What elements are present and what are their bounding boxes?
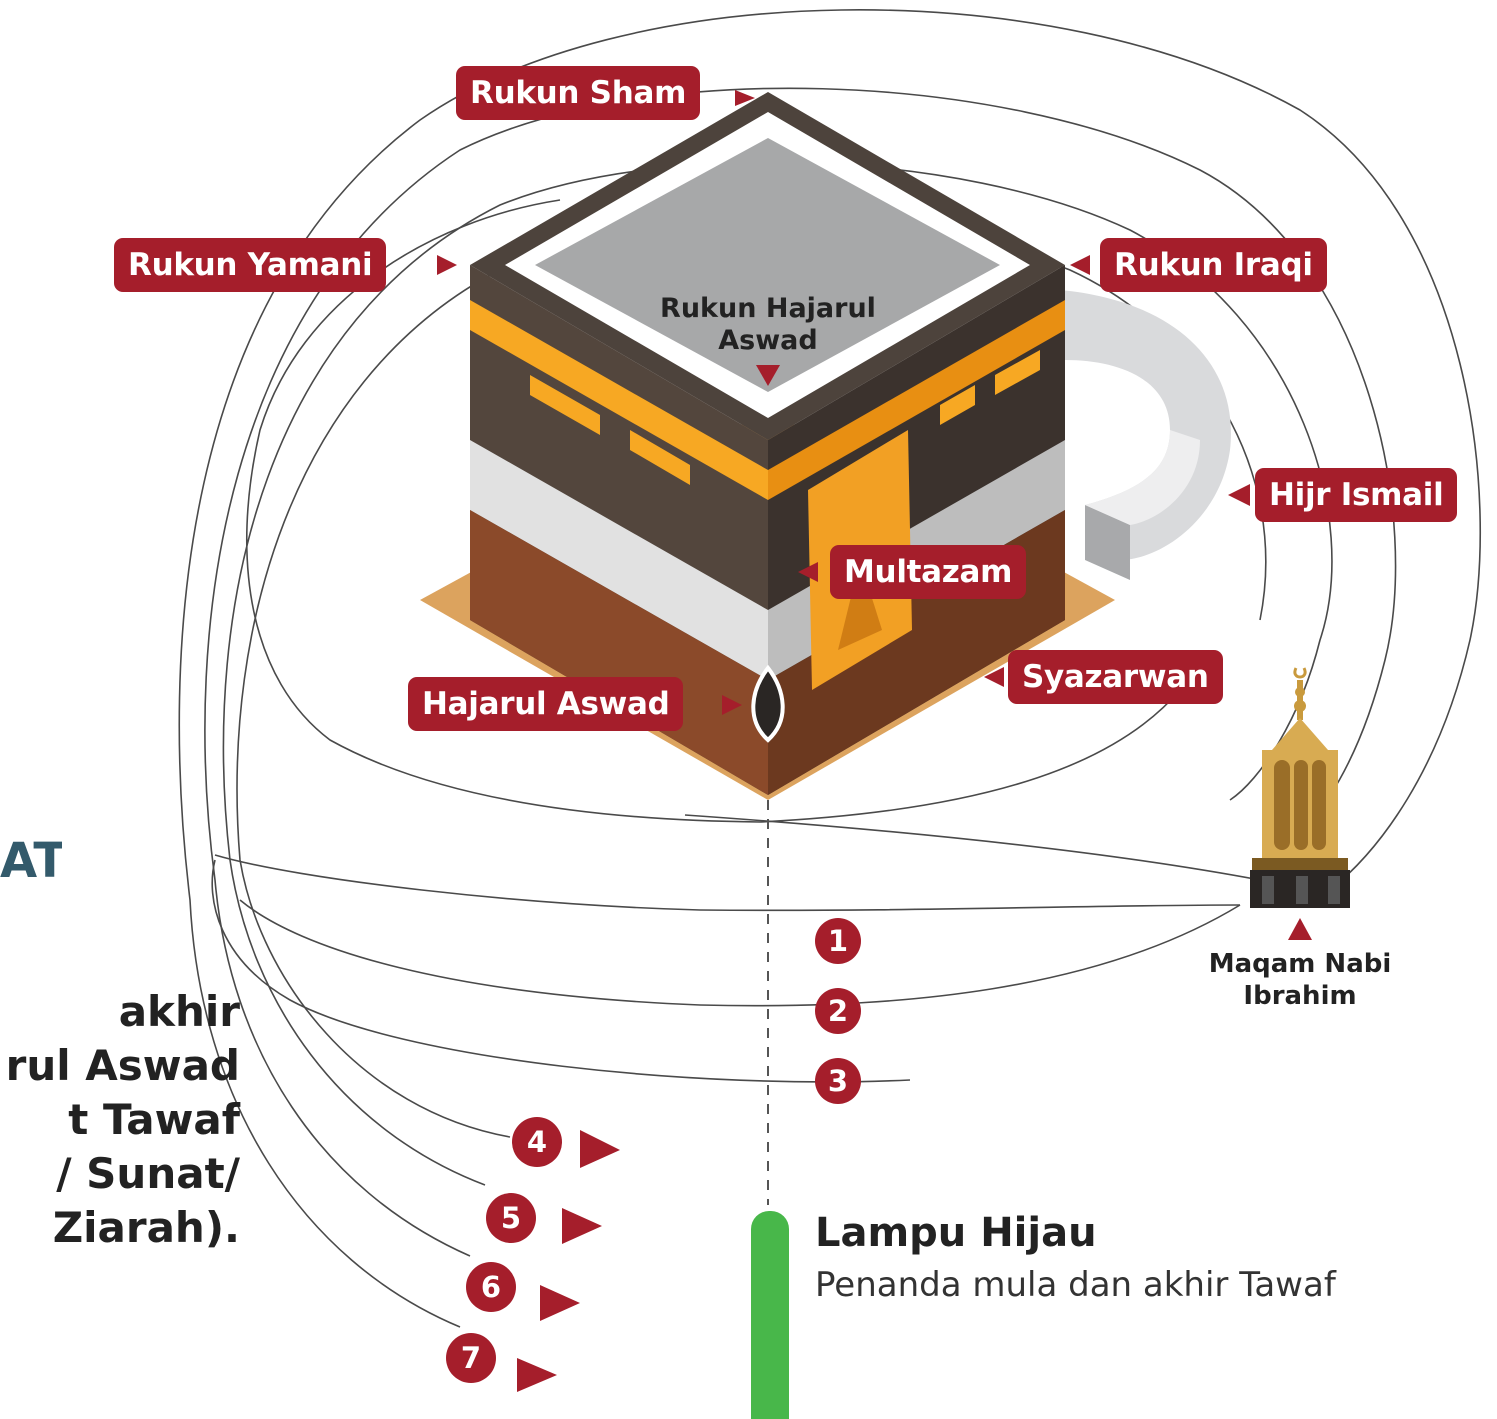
hajarul-aswad-stone bbox=[751, 664, 785, 743]
maqam-ibrahim-icon bbox=[1250, 667, 1350, 908]
orbit-5 bbox=[222, 161, 1333, 1186]
orbit-3 bbox=[211, 859, 911, 1083]
rukun-hajarul-line2: Aswad bbox=[718, 325, 818, 356]
label-multazam: Multazam bbox=[830, 545, 1027, 599]
label-syazarwan: Syazarwan bbox=[1008, 650, 1223, 704]
round-4-badge: 4 bbox=[512, 1117, 562, 1167]
label-hajarul-aswad: Hajarul Aswad bbox=[408, 677, 684, 731]
label-hijr-ismail: Hijr Ismail bbox=[1255, 468, 1458, 522]
left-line-4: / Sunat/ bbox=[56, 1149, 240, 1198]
maqam-line2: Ibrahim bbox=[1243, 981, 1357, 1011]
orbit-inner bbox=[246, 199, 1181, 823]
kaaba bbox=[470, 92, 1065, 795]
hijr-ismail-wall bbox=[1060, 290, 1231, 580]
maqam-line1: Maqam Nabi bbox=[1208, 949, 1392, 979]
orbit-lines bbox=[178, 9, 1482, 1328]
legend-title: Lampu Hijau bbox=[815, 1210, 1097, 1256]
label-rukun-sham: Rukun Sham bbox=[456, 66, 701, 120]
round-6-badge: 6 bbox=[466, 1262, 516, 1312]
round-5-badge: 5 bbox=[486, 1193, 536, 1243]
legend-description: Penanda mula dan akhir Tawaf bbox=[815, 1265, 1336, 1305]
left-title-fragment: AT bbox=[0, 833, 62, 889]
round-3-badge: 3 bbox=[815, 1058, 861, 1104]
rukun-hajarul-line1: Rukun Hajarul bbox=[660, 293, 876, 324]
green-light-marker bbox=[751, 1211, 789, 1419]
round-1-badge: 1 bbox=[815, 918, 861, 964]
orbit-7 bbox=[178, 9, 1482, 1328]
label-maqam-nabi-ibrahim: Maqam Nabi Ibrahim bbox=[1185, 948, 1415, 1012]
round-7-badge: 7 bbox=[446, 1333, 496, 1383]
left-line-1: akhir bbox=[118, 987, 240, 1036]
left-line-5: Ziarah). bbox=[52, 1203, 240, 1252]
left-line-3: t Tawaf bbox=[68, 1095, 240, 1144]
label-rukun-iraqi: Rukun Iraqi bbox=[1100, 238, 1327, 292]
left-line-2: rul Aswad bbox=[5, 1041, 240, 1090]
left-description: akhir rul Aswad t Tawaf / Sunat/ Ziarah)… bbox=[0, 985, 240, 1255]
label-arrows bbox=[437, 90, 1312, 1392]
label-rukun-hajarul-aswad: Rukun Hajarul Aswad bbox=[630, 293, 906, 357]
orbit-2 bbox=[239, 899, 1241, 1007]
orbit-1 bbox=[214, 814, 1261, 912]
label-rukun-yamani: Rukun Yamani bbox=[114, 238, 387, 292]
round-2-badge: 2 bbox=[815, 988, 861, 1034]
